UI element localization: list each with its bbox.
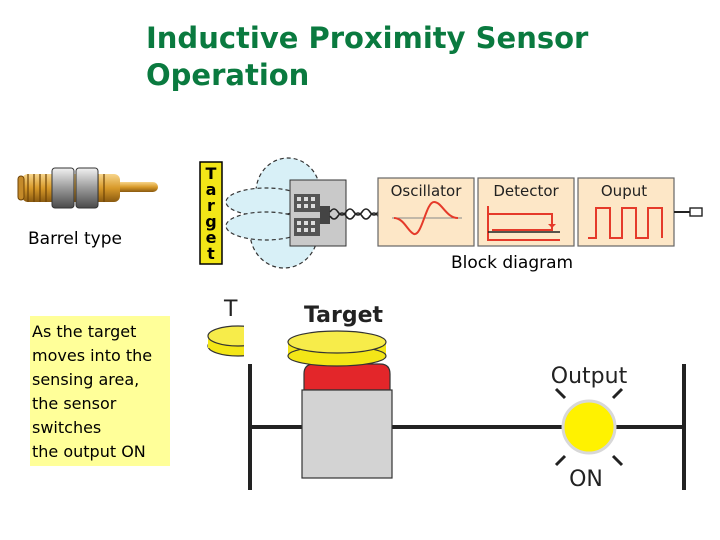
target-letter: t [207,244,215,263]
oscillator-wave [393,200,459,235]
on-state-label: ON [569,467,603,492]
target-disc [287,330,387,354]
operation-note: As the target moves into the sensing are… [30,316,170,466]
note-line: moves into the [32,346,153,365]
barrel-type-caption: Barrel type [28,229,122,249]
note-line: sensing area, [32,370,140,389]
sensor-body [301,389,393,479]
output-lamp [561,399,617,455]
target-letter: e [206,228,217,247]
note-line: As the target [32,322,137,341]
title-line-2: Operation [146,58,310,92]
target-letter: a [206,180,217,199]
coil-lead [329,208,379,216]
slide-title: Inductive Proximity Sensor Operation [146,20,616,94]
block-diagram-caption: Block diagram [451,253,574,273]
target-label: Target [304,303,384,328]
lamp-rays [554,387,624,467]
target-letter: T [206,164,217,183]
note-line: the output ON [32,442,146,461]
note-line: switches [32,418,102,437]
circuit-diagram: T Target Output ON [207,290,686,492]
detector-block [477,177,575,247]
oscillator-label: Oscillator [391,182,463,200]
target-plate [199,161,223,265]
target-letter: r [207,196,215,215]
target-letter: g [205,212,216,231]
sensor-head [289,179,347,247]
output-label: Output [551,364,628,389]
output-cable [689,207,703,217]
detector-label: Detector [493,182,559,200]
output-stage-label: Ouput [601,182,647,200]
sensor-face [303,363,391,391]
note-line: the sensor [32,394,117,413]
ghost-target-label: T [223,297,238,322]
detector-trace [487,206,560,241]
barrel-sensor-image [17,167,158,209]
block-diagram: T a r g e t Oscillator Detector Ouput [199,157,703,269]
output-block [577,177,675,247]
output-wave [588,207,663,239]
title-line-1: Inductive Proximity Sensor [146,21,589,55]
